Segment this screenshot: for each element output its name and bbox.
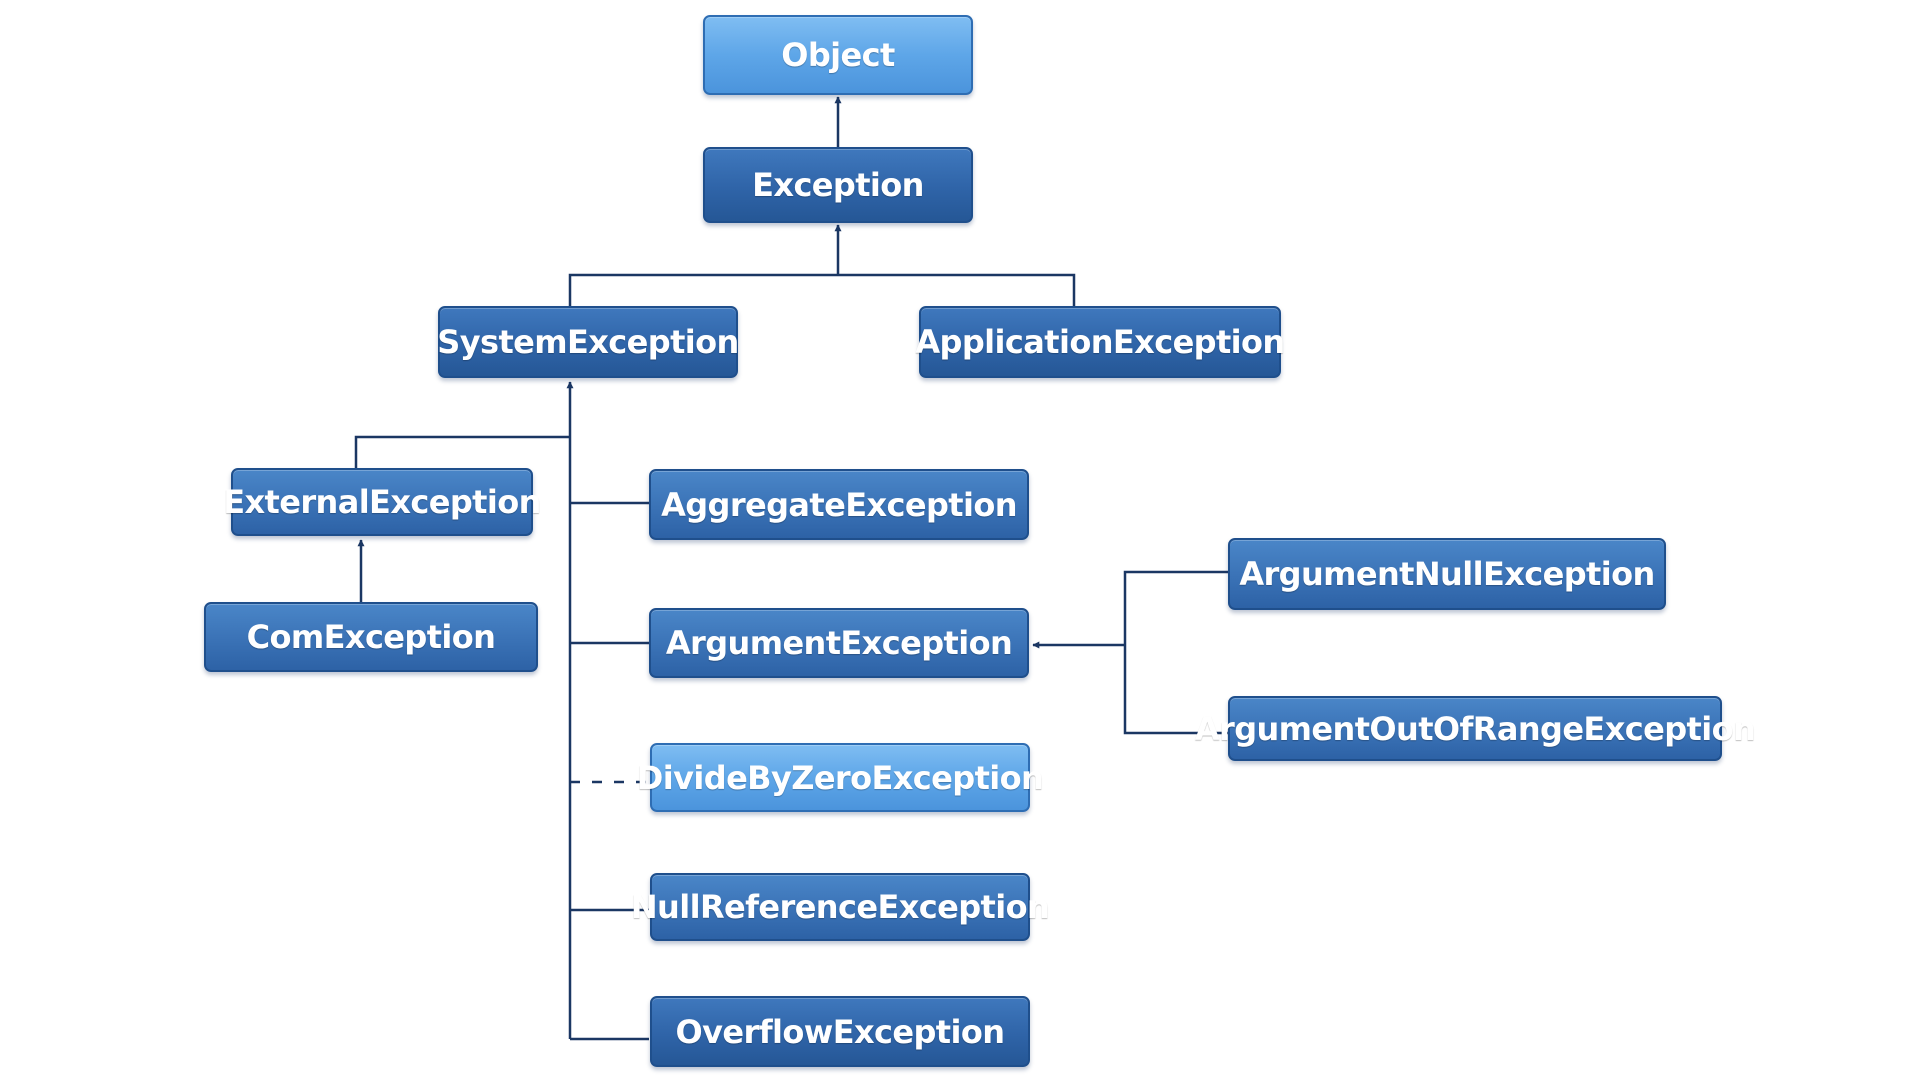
node-null-reference-exception: NullReferenceException [631,873,1050,941]
edge-external-to-system [354,435,570,468]
node-argument-exception: ArgumentException [649,608,1029,678]
node-system-exception: SystemException [437,306,739,378]
node-com-exception: ComException [204,602,538,672]
node-exception: Exception [703,147,973,223]
node-external-exception: ExternalException [223,468,541,536]
node-overflow-exception: OverflowException [650,996,1030,1067]
edge-argument-children-tree [1033,570,1228,735]
node-application-exception: ApplicationException [915,306,1285,378]
node-divide-by-zero-exception: DivideByZeroException [637,743,1044,812]
node-aggregate-exception: AggregateException [649,469,1029,540]
node-object: Object [703,15,973,95]
edge-exception-tree [568,225,1076,306]
node-argument-out-of-range-exception: ArgumentOutOfRangeException [1195,696,1756,761]
node-argument-null-exception: ArgumentNullException [1228,538,1666,610]
